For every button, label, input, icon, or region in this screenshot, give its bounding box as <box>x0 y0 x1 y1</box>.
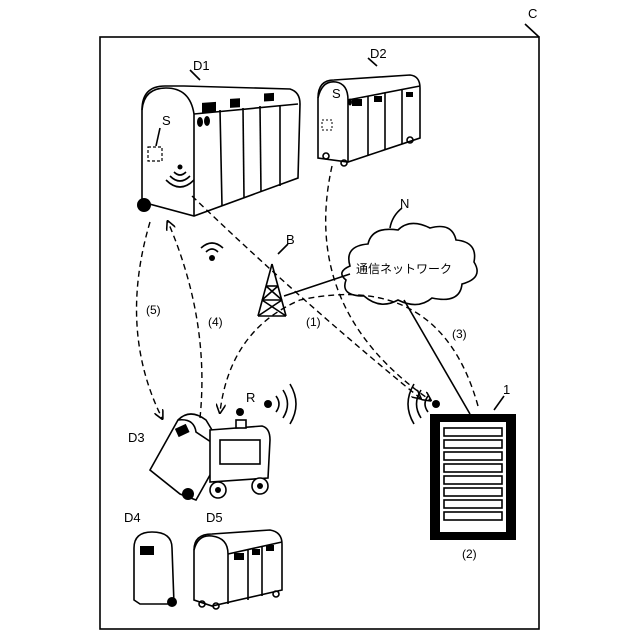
network-label: 通信ネットワーク <box>356 262 452 276</box>
base-station-tower <box>258 264 286 316</box>
base-station-label: B <box>286 232 295 247</box>
sensor-d1-label: S <box>162 113 171 128</box>
robot-wifi-icon <box>264 384 296 424</box>
bin-d5 <box>194 530 282 609</box>
bin-d4 <box>134 532 177 607</box>
step-1-label: (1) <box>306 315 321 329</box>
step-3-label: (3) <box>452 327 467 341</box>
bin-d4-label: D4 <box>124 510 141 525</box>
server-ref-label: 1 <box>503 382 510 397</box>
step-2-label: (2) <box>462 547 477 561</box>
bin-d5-label: D5 <box>206 510 223 525</box>
robot-label: R <box>246 390 255 405</box>
step-5-label: (5) <box>146 303 161 317</box>
bin-d1-marker <box>137 198 151 212</box>
flow-d3-to-d1 <box>168 222 202 418</box>
tower-network-link <box>284 274 350 296</box>
system-label: C <box>528 6 537 21</box>
bin-d1-label: D1 <box>193 58 210 73</box>
server-rack <box>430 414 516 540</box>
bin-d1 <box>137 86 300 216</box>
robot-r <box>210 408 270 498</box>
bin-d2-label: D2 <box>370 46 387 61</box>
wifi-signal-icon <box>201 243 223 261</box>
flow-d1-to-d3 <box>137 222 162 418</box>
system-leader-line <box>525 24 539 37</box>
sensor-d2-label: S <box>332 86 341 101</box>
network-ref-label: N <box>400 196 409 211</box>
step-4-label: (4) <box>208 315 223 329</box>
network-server-link <box>404 300 470 414</box>
bin-d3-label: D3 <box>128 430 145 445</box>
